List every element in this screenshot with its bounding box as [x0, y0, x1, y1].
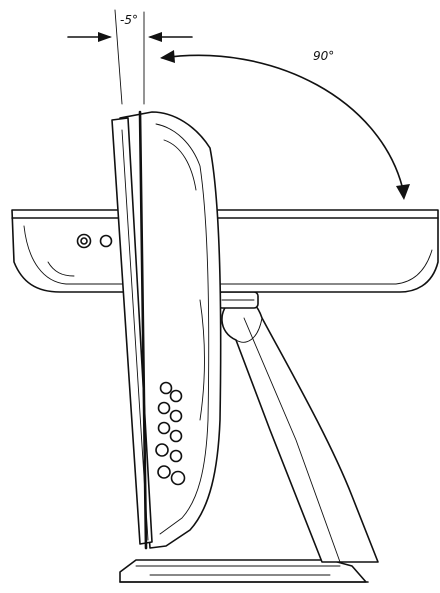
forward-tilt-dimension [67, 9, 193, 105]
forward-tilt-label: -5° [120, 13, 138, 27]
stand-arm [221, 296, 379, 563]
stand-base [119, 559, 369, 583]
hinge [217, 291, 259, 309]
monitor-horizontal [11, 209, 439, 293]
rear-ports [155, 381, 186, 486]
back-tilt-label: 90° [313, 49, 334, 63]
monitor-vertical [111, 110, 222, 550]
back-tilt-arc [160, 50, 410, 200]
